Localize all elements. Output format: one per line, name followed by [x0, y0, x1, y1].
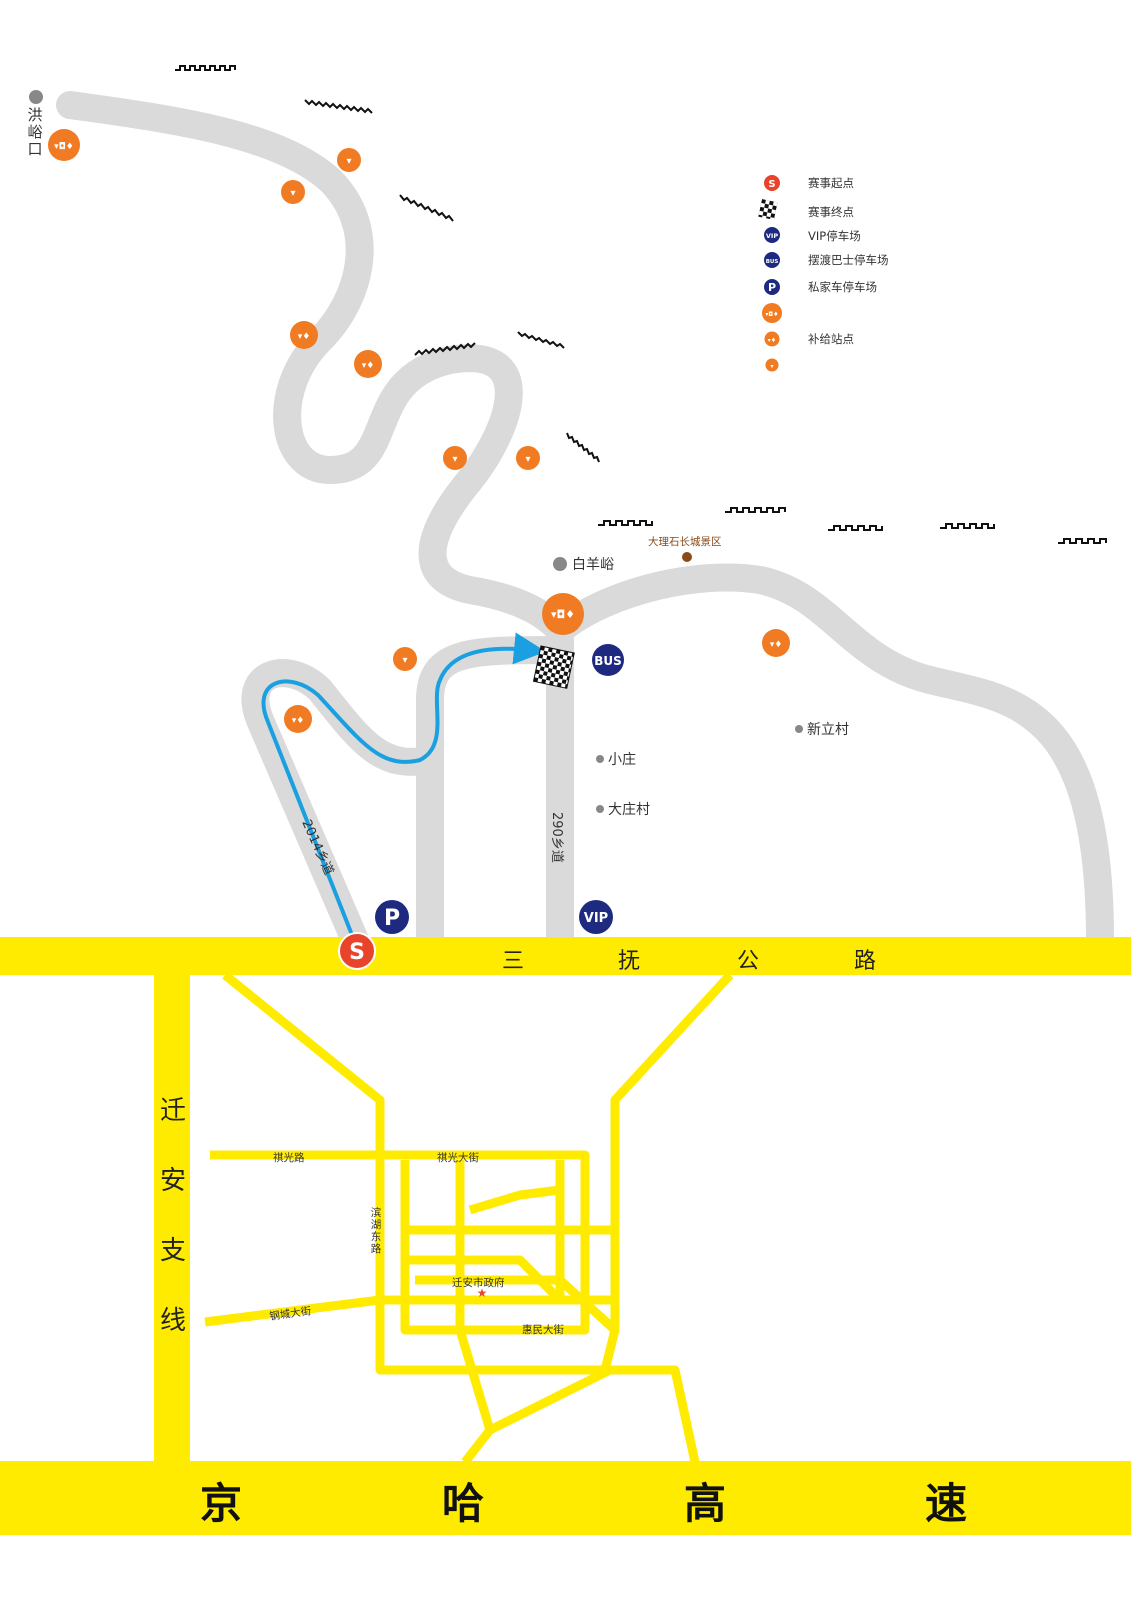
supply-stations: ▾◘♦ ▾ ▾ ▾♦ ▾♦ ▾ ▾ ▾◘♦ ▾♦ ▾ ▾♦ — [48, 129, 790, 733]
supply-small-icon — [765, 358, 779, 372]
poi-dot-xiaozhuang — [596, 755, 604, 763]
jingha-highway-char: 京 — [200, 1479, 243, 1528]
finish-flag-icon — [532, 645, 575, 689]
supply-full-icon — [542, 593, 584, 635]
supply-small-icon — [337, 148, 361, 172]
qiguang-road-label: 祺光路 — [273, 1152, 305, 1164]
poi-dot-great-wall — [682, 552, 692, 562]
svg-text:VIP: VIP — [766, 232, 778, 240]
poi-dot-xinlicun — [795, 725, 803, 733]
svg-text:P: P — [768, 281, 776, 294]
supply-medium-icon — [354, 350, 382, 378]
svg-text:▾◘♦: ▾◘♦ — [765, 311, 778, 318]
svg-text:▾: ▾ — [290, 188, 295, 199]
svg-text:BUS: BUS — [766, 259, 779, 265]
svg-text:▾◘♦: ▾◘♦ — [54, 142, 74, 152]
road-hongyukou-baiyangyu — [56, 91, 574, 644]
race-route — [261, 632, 546, 936]
qiguang-street-label: 祺光大街 — [437, 1152, 479, 1164]
qianan-branch-char: 迁 — [159, 1096, 186, 1126]
place-hongyukou: 洪峪口 — [27, 106, 43, 158]
svg-text:▾♦: ▾♦ — [292, 716, 305, 726]
sanfu-road-char: 抚 — [618, 949, 641, 974]
svg-text:S: S — [768, 179, 775, 190]
sanfu-road-char: 三 — [502, 949, 525, 974]
jingha-highway-char: 速 — [925, 1479, 968, 1528]
svg-text:▾: ▾ — [452, 454, 457, 465]
great-wall-segments — [175, 65, 1107, 544]
legend-label-vip: VIP停车场 — [808, 229, 861, 243]
legend-label-finish: 赛事终点 — [808, 205, 854, 219]
supply-full-icon — [48, 129, 80, 161]
mountain-roads — [56, 91, 1114, 954]
supply-small-icon — [443, 446, 467, 470]
legend-label-supply: 补给站点 — [808, 332, 854, 346]
place-xinlicun: 新立村 — [807, 722, 849, 738]
svg-text:▾: ▾ — [770, 363, 773, 370]
marker-start: S — [338, 932, 376, 970]
start-icon — [764, 175, 780, 191]
marker-parking: P — [375, 900, 409, 934]
gangcheng-street-label: 钢城大街 — [269, 1304, 313, 1323]
supply-medium-icon — [764, 331, 780, 347]
parking-icon — [764, 279, 780, 295]
legend-label-parking: 私家车停车场 — [808, 280, 877, 294]
supply-medium-icon — [762, 629, 790, 657]
vip-label: VIP — [584, 911, 608, 926]
supply-small-icon — [393, 647, 417, 671]
place-dazhuangcun: 大庄村 — [608, 802, 650, 818]
supply-medium-icon — [284, 705, 312, 733]
place-great-wall-scenic: 大理石长城景区 — [648, 536, 722, 548]
svg-text:▾: ▾ — [346, 156, 351, 167]
bus-icon — [764, 252, 780, 268]
huimin-street-label: 惠民大街 — [522, 1324, 564, 1336]
road-center-loop — [416, 636, 574, 954]
svg-text:▾♦: ▾♦ — [362, 361, 375, 371]
parking-label: P — [384, 906, 400, 931]
road-2014 — [241, 659, 444, 954]
yellow-roads — [0, 937, 1131, 1535]
finish-flag-icon — [758, 199, 778, 220]
qianan-branch-char: 线 — [159, 1306, 186, 1336]
city-gov-star-icon: ★ — [477, 1286, 488, 1300]
supply-medium-icon — [290, 321, 318, 349]
vip-icon — [764, 227, 780, 243]
sanfu-road-char: 路 — [854, 949, 877, 974]
road-290-label: 290乡道 — [549, 812, 564, 863]
qianan-branch-char: 安 — [159, 1166, 186, 1196]
svg-text:▾◘♦: ▾◘♦ — [551, 608, 575, 621]
place-baiyangyu: 白羊峪 — [572, 557, 614, 573]
svg-text:▾♦: ▾♦ — [298, 332, 311, 342]
poi-dot-hongyukou — [29, 90, 43, 104]
sanfu-road-char: 公 — [737, 949, 760, 974]
svg-text:▾: ▾ — [525, 454, 530, 465]
jingha-highway-char: 哈 — [442, 1479, 485, 1528]
road-baiyangyu-east — [546, 563, 1114, 954]
supply-full-icon — [762, 303, 782, 323]
svg-text:▾♦: ▾♦ — [770, 640, 783, 650]
binhu-east-road-label: 滨湖东路 — [370, 1207, 382, 1255]
bus-label: BUS — [594, 654, 622, 668]
poi-dot-baiyangyu — [553, 557, 567, 571]
marker-bus: BUS — [592, 644, 624, 676]
legend-label-bus: 摆渡巴士停车场 — [808, 253, 889, 267]
svg-text:▾: ▾ — [402, 655, 407, 666]
supply-small-icon — [281, 180, 305, 204]
poi-dot-dazhuangcun — [596, 805, 604, 813]
start-label: S — [349, 940, 365, 965]
legend-label-start: 赛事起点 — [808, 176, 854, 190]
svg-text:▾♦: ▾♦ — [768, 337, 776, 344]
place-city-gov: 迁安市政府 — [452, 1277, 505, 1289]
legend-icons: S VIP BUS P ▾◘♦ ▾♦ ▾ — [758, 175, 782, 372]
marker-vip: VIP — [579, 900, 613, 934]
qianan-branch-char: 支 — [159, 1236, 186, 1266]
supply-small-icon — [516, 446, 540, 470]
jingha-highway-char: 高 — [684, 1479, 727, 1528]
place-xiaozhuang: 小庄 — [608, 752, 636, 768]
